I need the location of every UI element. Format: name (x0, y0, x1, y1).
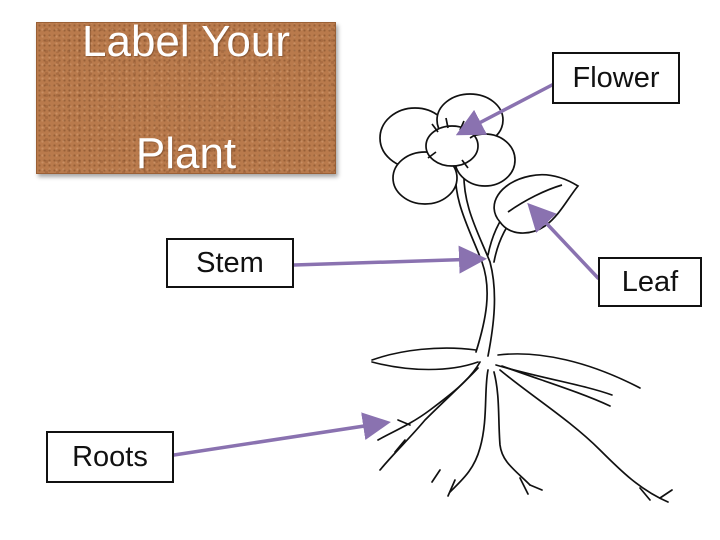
arrow-flower (455, 83, 554, 136)
label-arrows (172, 83, 600, 457)
label-flower: Flower (552, 52, 680, 104)
soil-lines (371, 347, 641, 396)
label-leaf: Leaf (598, 257, 702, 307)
plant-leaf (493, 173, 580, 234)
label-stem: Stem (166, 238, 294, 288)
arrow-roots (172, 412, 391, 457)
title-card: Label Your Plant (36, 17, 336, 178)
plant-flower (379, 93, 516, 205)
arrow-stem (292, 245, 487, 274)
label-roots: Roots (46, 431, 174, 483)
arrow-leaf (527, 202, 600, 280)
title-line-2: Plant (135, 129, 237, 178)
page-title: Label Your Plant (82, 0, 290, 238)
title-line-1: Label Your (82, 17, 290, 66)
plant-roots (377, 361, 673, 503)
